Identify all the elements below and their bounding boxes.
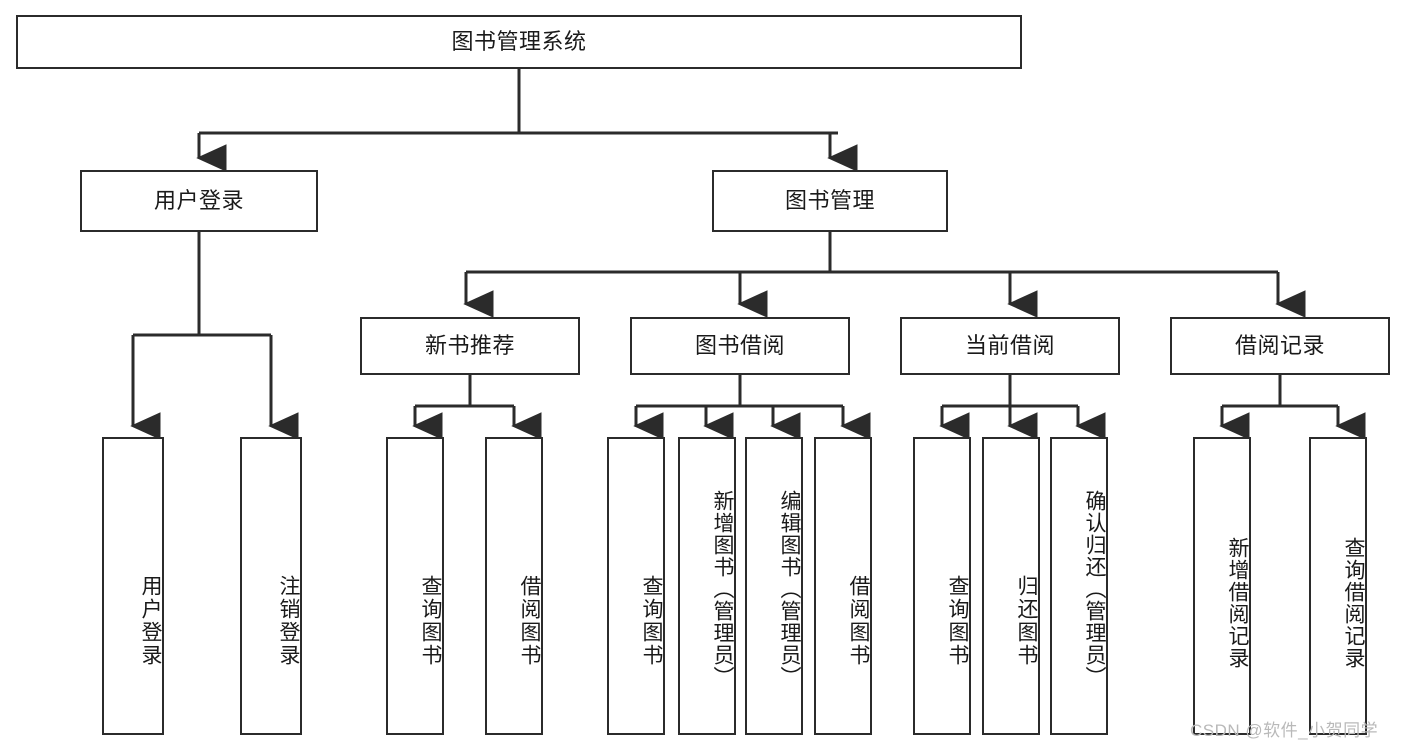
node-label: 借阅图书 bbox=[518, 575, 541, 667]
leaf-user-login-login[interactable]: 用户登录 bbox=[102, 437, 164, 735]
node-label: 当前借阅 bbox=[964, 332, 1055, 358]
leaf-borrow-record-query-record[interactable]: 查询借阅记录 bbox=[1309, 437, 1367, 735]
node-label: 图书借阅 bbox=[694, 332, 785, 358]
node-label: 确认归还（管理员） bbox=[1083, 490, 1106, 688]
node-label: 图书管理系统 bbox=[451, 28, 587, 54]
leaf-book-borrow-edit-book-admin[interactable]: 编辑图书（管理员） bbox=[745, 437, 803, 735]
node-label: 新增借阅记录 bbox=[1226, 537, 1249, 669]
leaf-book-borrow-add-book-admin[interactable]: 新增图书（管理员） bbox=[678, 437, 736, 735]
leaf-current-borrow-query-book[interactable]: 查询图书 bbox=[913, 437, 971, 735]
node-book-borrow[interactable]: 图书借阅 bbox=[630, 317, 850, 375]
node-label: 图书管理 bbox=[784, 187, 875, 213]
node-current-borrow[interactable]: 当前借阅 bbox=[900, 317, 1120, 375]
leaf-book-borrow-borrow-book[interactable]: 借阅图书 bbox=[814, 437, 872, 735]
csdn-watermark: CSDN @软件_小贺同学 bbox=[1190, 721, 1379, 740]
leaf-new-book-query-book[interactable]: 查询图书 bbox=[386, 437, 444, 735]
node-new-book-recommend[interactable]: 新书推荐 bbox=[360, 317, 580, 375]
node-label: 新增图书（管理员） bbox=[711, 490, 734, 688]
node-label: 查询借阅记录 bbox=[1342, 537, 1365, 669]
node-label: 查询图书 bbox=[946, 575, 969, 667]
node-label: 注销登录 bbox=[277, 575, 300, 667]
node-book-management[interactable]: 图书管理 bbox=[712, 170, 948, 232]
node-label: 归还图书 bbox=[1015, 575, 1038, 667]
leaf-borrow-record-add-record[interactable]: 新增借阅记录 bbox=[1193, 437, 1251, 735]
leaf-current-borrow-confirm-return-admin[interactable]: 确认归还（管理员） bbox=[1050, 437, 1108, 735]
node-label: 用户登录 bbox=[139, 575, 162, 667]
node-label: 查询图书 bbox=[419, 575, 442, 667]
node-label: 新书推荐 bbox=[424, 332, 515, 358]
leaf-current-borrow-return-book[interactable]: 归还图书 bbox=[982, 437, 1040, 735]
node-root-book-management-system[interactable]: 图书管理系统 bbox=[16, 15, 1022, 69]
leaf-user-login-logout[interactable]: 注销登录 bbox=[240, 437, 302, 735]
leaf-new-book-borrow-book[interactable]: 借阅图书 bbox=[485, 437, 543, 735]
node-label: 编辑图书（管理员） bbox=[778, 490, 801, 688]
node-label: 借阅记录 bbox=[1234, 332, 1325, 358]
node-label: 借阅图书 bbox=[847, 575, 870, 667]
leaf-book-borrow-query-book[interactable]: 查询图书 bbox=[607, 437, 665, 735]
node-label: 查询图书 bbox=[640, 575, 663, 667]
node-borrow-record[interactable]: 借阅记录 bbox=[1170, 317, 1390, 375]
node-label: 用户登录 bbox=[153, 187, 244, 213]
node-user-login[interactable]: 用户登录 bbox=[80, 170, 318, 232]
